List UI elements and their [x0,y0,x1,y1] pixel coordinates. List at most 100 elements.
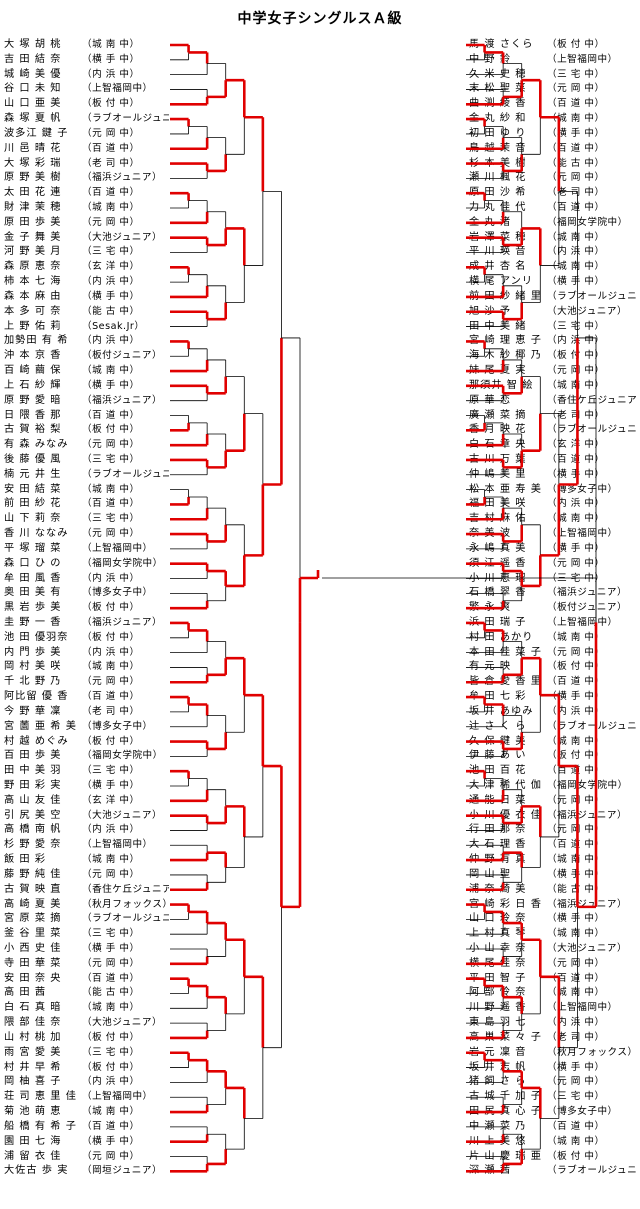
right-entry: 大 石 理 香（百 道 中） [469,838,636,852]
player-name: 岡 山 聖 [469,868,512,880]
player-name: 岡 村 美 咲 [4,661,62,673]
player-name: 廣 瀬 菜 摘 [469,409,527,421]
player-club: （元 岡 中） [547,557,605,569]
player-club: （福浜ジュニア） [547,898,628,910]
player-club: （元 岡 中） [547,646,605,658]
player-name: 菊 池 萌 恵 [4,1106,62,1118]
player-name: 百 崎 繭 保 [4,365,62,377]
player-name: 古 城 千 加 子 [469,1091,542,1103]
player-name: 船 橋 有 希 子 [4,1120,77,1132]
left-entry: 太 田 花 連（百 道 中） [4,186,169,200]
player-club: （内 浜 中） [547,705,605,717]
right-entry: 坂 井 志 帆 （横 手 中） [469,1061,636,1075]
left-entry: 川 邑 晴 花（百 道 中） [4,142,169,156]
player-club: （板 付 中） [547,1150,605,1162]
player-club: （元 岡 中） [82,676,140,688]
right-entry: 香 月 映 花（ラブオールジュニア） [469,423,636,437]
left-entry: 原 野 美 樹（福浜ジュニア） [4,171,169,185]
right-entry: 本 田 佳 菜 子（元 岡 中） [469,646,636,660]
left-entry: 上 石 紗 輝（横 手 中） [4,379,169,393]
player-club: （横 手 中） [82,53,140,65]
left-entry: 安 田 結 菜（城 南 中） [4,483,169,497]
player-name: 福 田 美 咲 [469,498,527,510]
player-name: 野 田 彩 実 [4,780,62,791]
left-entry: 百 崎 繭 保（城 南 中） [4,364,169,378]
left-entry: 園 田 七 海（横 手 中） [4,1135,169,1149]
player-name: 森 口 ひ の [4,557,62,569]
left-entry: 高 田 茜（能 古 中） [4,986,169,1000]
left-entry: 吉 田 結 奈（横 手 中） [4,53,169,67]
player-club: （内 浜 中） [82,276,140,288]
player-name: 石 橋 翠 香 [469,587,527,599]
right-entry: 東 島 羽 七（内 浜 中） [469,1016,636,1030]
player-club: （元 岡 中） [82,528,140,540]
player-name: 財 津 茉 穂 [4,202,62,214]
player-name: 原 野 美 樹 [4,172,62,184]
player-name: 荘 司 恵 里 佳 [4,1091,77,1103]
player-name: 坂 井 志 帆 [469,1061,527,1073]
player-club: （玄 洋 中） [547,439,605,451]
player-club: （百 道 中） [82,187,140,199]
left-entry: 村 越 めぐみ（板 付 中） [4,735,169,749]
player-name: 加勢田 有 希 [4,335,69,347]
right-entry: 古 城 千 加 子 （三 宅 中） [469,1090,636,1104]
player-club: （板 付 中） [82,602,140,614]
left-entry: 内 門 歩 美（内 浜 中） [4,646,169,660]
left-entry: 宮 原 菜 摘（ラブオールジュニア） [4,912,169,926]
player-name: 浜 田 瑞 子 [469,616,527,628]
player-club: （内 浜 中） [82,824,140,836]
right-entry: 池 田 百 花（百 道 中） [469,764,636,778]
left-entry: 菊 池 萌 恵（城 南 中） [4,1105,169,1119]
player-club: （内 浜 中） [82,1076,140,1088]
player-name: 片 山 慶 瑞 亜 [469,1150,542,1162]
left-entry: 原 野 愛 暗（福浜ジュニア） [4,394,169,408]
right-entry: 猪 飼 さ ら（元 岡 中） [469,1075,636,1089]
player-name: 横 尾 アンリ [469,276,534,288]
right-entry: 廣 瀬 菜 摘（老 司 中） [469,409,636,423]
player-club: （城 南 中） [82,661,140,673]
right-entry: 永 嶋 真 美（横 手 中） [469,542,636,556]
player-club: （香住ケ丘ジュニア） [547,394,636,406]
player-club: （内 浜 中） [547,498,605,510]
player-club: （内 浜 中） [82,572,140,584]
player-club: （板 付 中） [547,350,605,362]
player-name: 引 尻 美 空 [4,809,62,821]
left-entry: 加勢田 有 希（内 浜 中） [4,334,169,348]
player-name: 原 田 沙 希 [469,187,527,199]
right-entry: 平 川 瑛 音（内 浜 中） [469,245,636,259]
left-entry: 圭 野 一 香（福浜ジュニア） [4,616,169,630]
right-entry: 高 巣 菜 々 子（老 司 中） [469,1031,636,1045]
left-entry: 山 下 莉 奈（三 宅 中） [4,512,169,526]
player-club: （横 手 中） [547,1061,605,1073]
player-club: （元 岡 中） [547,83,605,95]
player-name: 永 嶋 真 美 [469,542,527,554]
player-club: （百 道 中） [547,765,605,777]
player-name: 河 野 美 月 [4,246,62,258]
left-entry: 楠 元 井 生（ラブオールジュニア） [4,468,169,482]
right-entry: 小 川 優 衣 佳（福浜ジュニア） [469,809,636,823]
player-name: 馬 渡 さくら [469,39,534,50]
player-club: （元 岡 中） [547,794,605,806]
player-club: （秋月フォックス） [547,1046,636,1058]
right-entry: 辻 さ く ら（ラブオールジュニア） [469,720,636,734]
player-club: （百 道 中） [82,691,140,703]
player-name: 山 口 亜 美 [4,98,62,110]
player-name: 村 田 あかり [469,631,534,643]
right-entry: 原 田 沙 希（老 司 中） [469,186,636,200]
player-club: （Sesak.Jr） [82,320,145,332]
player-name: 原 野 愛 暗 [4,394,62,406]
player-club: （三 宅 中） [547,1091,605,1103]
player-club: （横 手 中） [82,943,140,955]
page-title: 中学女子シングルスＡ級 [237,11,403,27]
player-club: （城 南 中） [547,987,605,999]
player-name: 今 野 華 凜 [4,705,62,717]
player-name: 香 月 映 花 [469,424,527,436]
player-club: （板 付 中） [82,1061,140,1073]
player-club: （福岡女学院中） [82,557,163,569]
player-club: （ラブオールジュニア） [82,468,169,480]
player-club: （板付ジュニア） [547,602,628,614]
right-entry: 川 野 遥 香（上智福岡中） [469,1001,636,1015]
player-name: 海 木 紗 椰 乃 [469,350,542,362]
player-name: 中 瀬 菜 乃 [469,1120,527,1132]
player-club: （内 浜 中） [547,246,605,258]
